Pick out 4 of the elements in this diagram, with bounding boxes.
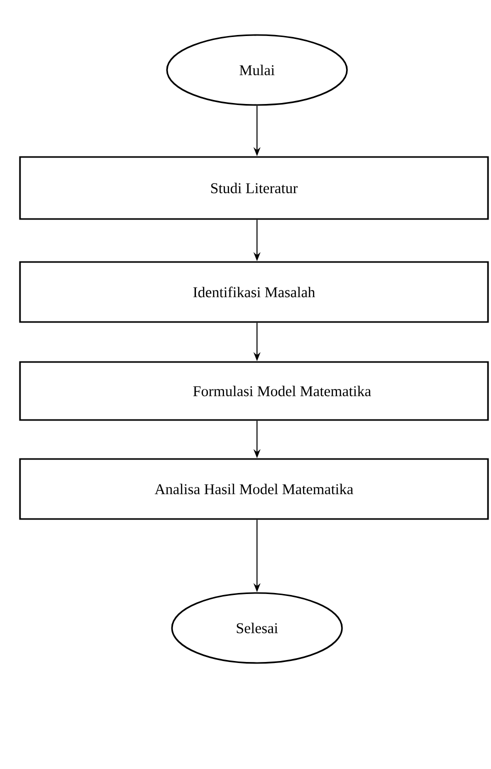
process-box: Studi Literatur [19,156,489,220]
process-box: Formulasi Model Matematika [19,361,489,421]
process-box: Identifikasi Masalah [19,261,489,323]
process-box: Analisa Hasil Model Matematika [19,458,489,520]
